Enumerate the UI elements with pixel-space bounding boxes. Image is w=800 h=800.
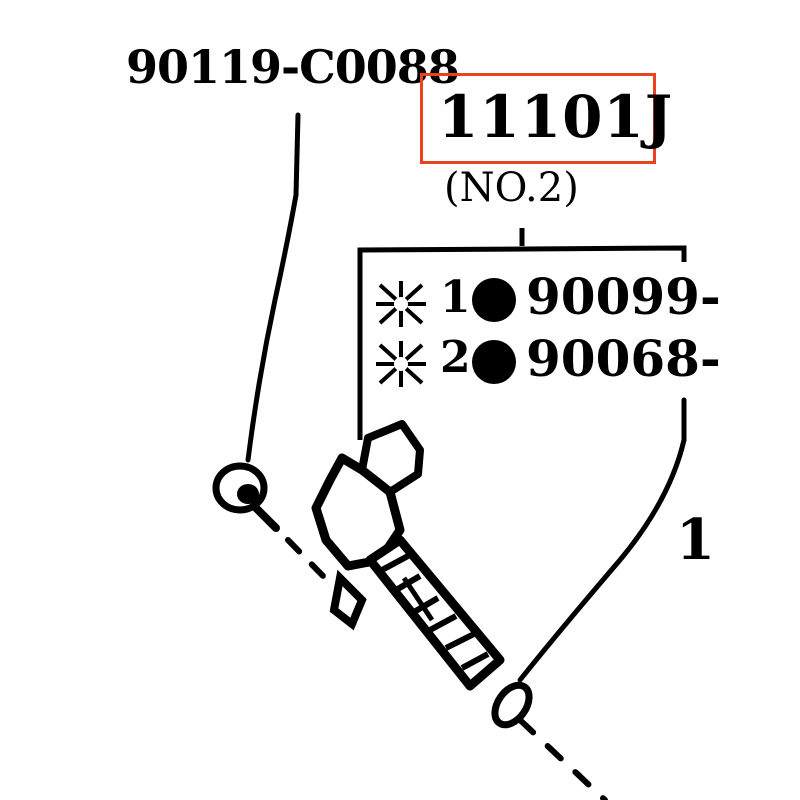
highlight-box [420, 73, 656, 164]
nut-part [212, 462, 280, 532]
row2-marker-icon [376, 341, 426, 387]
center-line-upper [285, 537, 328, 581]
side-callout-number: 1 [676, 507, 715, 573]
part-number-label: 90119-C0088 [126, 40, 460, 94]
oring-part [491, 681, 533, 729]
bracket-top [357, 245, 687, 262]
row2-number: 2 [440, 332, 471, 383]
row1-number: 1 [440, 272, 471, 323]
row2-part-code: 90068- [526, 329, 721, 388]
leader-line-top [245, 112, 301, 463]
leader-line-right [517, 397, 687, 683]
center-line-lower [517, 717, 608, 800]
row1-dot-icon [472, 278, 516, 322]
injector-part [311, 420, 505, 691]
reference-sub-label: (NO.2) [444, 165, 579, 211]
row1-part-code: 90099- [526, 267, 721, 326]
row2-dot-icon [472, 340, 516, 384]
row1-marker-icon [376, 281, 426, 327]
reference-code: 11101J [438, 83, 674, 151]
